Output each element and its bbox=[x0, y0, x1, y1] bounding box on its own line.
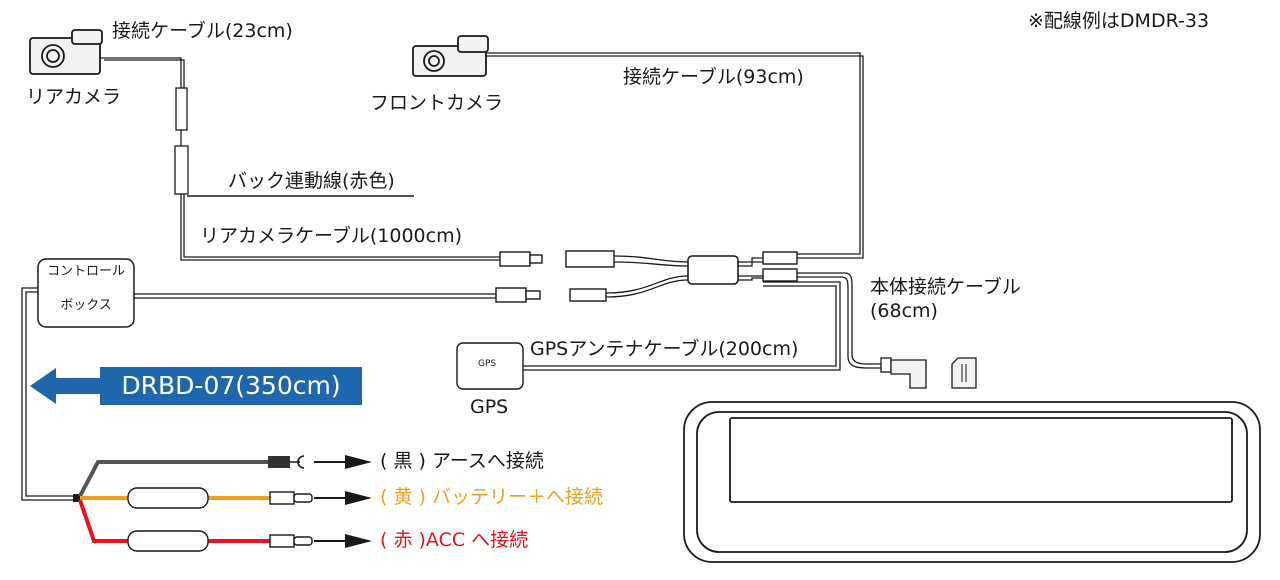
acc-connection-label: ( 赤 )ACC へ接続 bbox=[380, 529, 529, 551]
gps-cable bbox=[523, 281, 841, 371]
front-camera-cable-label: 接続ケーブル(93cm) bbox=[623, 66, 804, 88]
power-cable bbox=[21, 287, 76, 501]
main-connection-cable bbox=[797, 272, 927, 389]
ground-connection-label: ( 黒 ) アースへ接続 bbox=[380, 450, 544, 472]
wire-junction bbox=[73, 494, 81, 502]
rear-camera-label: リアカメラ bbox=[26, 86, 122, 108]
front-camera-label: フロントカメラ bbox=[370, 92, 504, 114]
front-camera-cable bbox=[486, 52, 864, 259]
mirror-monitor-icon bbox=[683, 401, 1261, 563]
red-wire bbox=[78, 499, 372, 552]
rear-camera-extension-label: リアカメラケーブル(1000cm) bbox=[200, 225, 462, 247]
sd-card-icon bbox=[951, 357, 977, 389]
battery-connection-label: ( 黄 ) バッテリー＋へ接続 bbox=[380, 486, 603, 508]
connectors-row-2 bbox=[495, 268, 798, 303]
front-camera-icon bbox=[412, 35, 489, 77]
wiring-note: ※配線例はDMDR-33 bbox=[1028, 10, 1210, 32]
main-cable-label: 本体接続ケーブル bbox=[870, 276, 1021, 298]
control-box-label: コントロール ボックス bbox=[38, 263, 134, 315]
left-arrow-icon bbox=[30, 368, 102, 404]
reverse-wire-label: バック連動線(赤色) bbox=[228, 170, 395, 192]
gps-label: GPS bbox=[470, 396, 509, 418]
rear-camera-cable bbox=[100, 57, 500, 261]
yellow-wire bbox=[80, 487, 372, 509]
control-box-icon bbox=[37, 258, 135, 328]
gps-cable-label: GPSアンテナケーブル(200cm) bbox=[530, 338, 799, 360]
gps-module-text: GPS bbox=[478, 359, 497, 369]
rear-camera-icon bbox=[29, 29, 103, 75]
control-box-line-1: コントロール bbox=[46, 264, 125, 279]
control-box-cable bbox=[134, 293, 496, 299]
rear-camera-cable-label: 接続ケーブル(23cm) bbox=[112, 20, 293, 42]
power-cable-banner: DRBD-07(350cm) bbox=[100, 367, 362, 405]
control-box-line-2: ボックス bbox=[60, 298, 112, 313]
y-splitter bbox=[605, 255, 763, 298]
black-wire bbox=[78, 455, 372, 497]
main-cable-length: (68cm) bbox=[870, 300, 938, 322]
connectors-row-1 bbox=[499, 250, 798, 268]
